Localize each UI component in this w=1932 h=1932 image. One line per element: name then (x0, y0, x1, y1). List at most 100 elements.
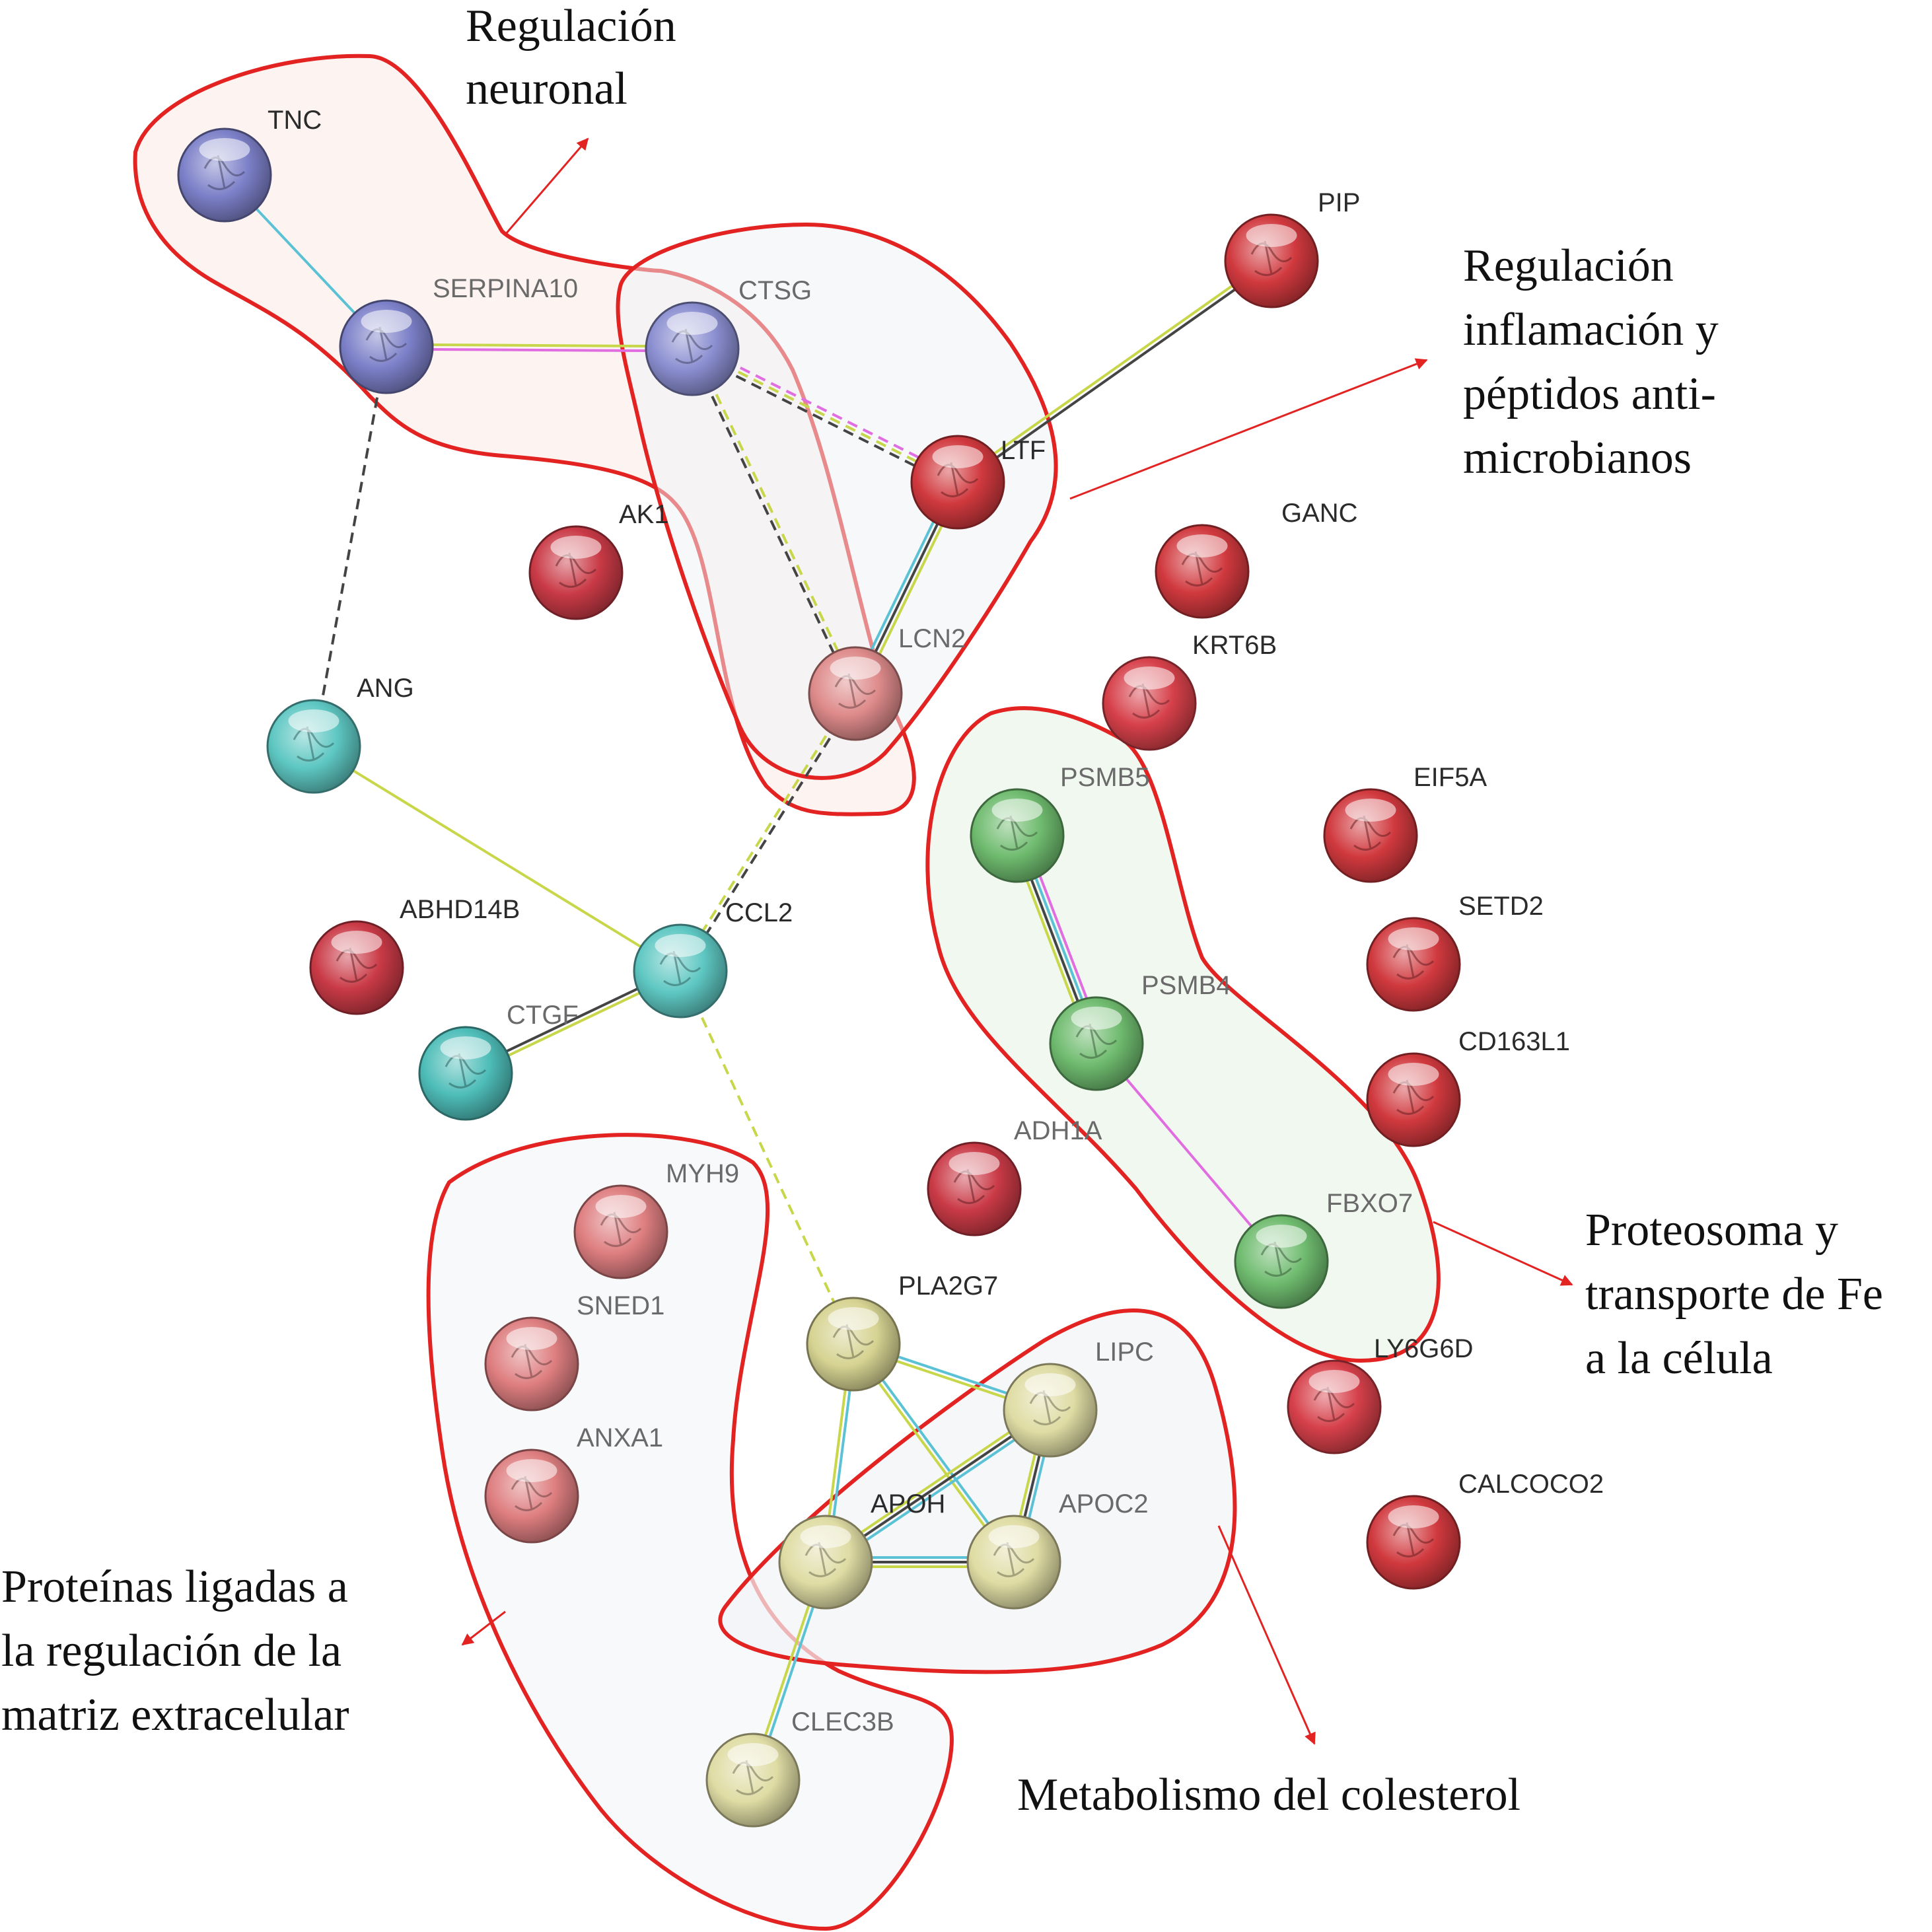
node-label: SNED1 (577, 1291, 664, 1320)
node-label: LIPC (1095, 1338, 1154, 1367)
edge-ctsg-ltf (689, 343, 961, 488)
node-gloss (506, 1459, 557, 1482)
group-label-inflamacion: Regulación inflamación y péptidos anti- … (1463, 240, 1730, 483)
node-clec3b[interactable]: CLEC3B (705, 1707, 894, 1828)
node-gloss (666, 312, 718, 335)
node-label: APOH (871, 1489, 945, 1519)
node-fbxo7[interactable]: FBXO7 (1234, 1189, 1413, 1309)
node-label: TNC (268, 106, 322, 135)
node-gloss (932, 445, 984, 468)
group-label-line: Metabolismo del colesterol (1017, 1770, 1521, 1820)
node-label: EIF5A (1413, 763, 1487, 792)
node-gloss (506, 1327, 557, 1350)
node-myh9[interactable]: MYH9 (573, 1159, 739, 1279)
edge-evidence-line (694, 343, 961, 480)
node-gloss (727, 1743, 779, 1766)
group-label-line: Proteosoma y (1585, 1205, 1838, 1256)
node-label: ADH1A (1014, 1116, 1102, 1145)
edge-evidence-line (955, 258, 1271, 482)
node-label: ANG (357, 674, 414, 703)
arrow-inflamacion (1069, 358, 1428, 500)
node-ganc[interactable]: GANC (1155, 499, 1358, 619)
node-label: FBXO7 (1326, 1189, 1413, 1218)
nodes-layer: TNC SERPINA10 CTSG PIP LTF AK1 GANC LCN2 KRT6B AN… (177, 106, 1604, 1828)
node-ctgf[interactable]: CTGF (418, 1001, 579, 1121)
edge-serpina10-ctsg (386, 343, 693, 353)
node-gloss (948, 1152, 1000, 1175)
edge-evidence-line (312, 745, 682, 972)
node-gloss (1345, 799, 1396, 822)
edge-evidence-line (689, 351, 956, 488)
node-label: CTGF (507, 1001, 579, 1030)
node-gloss (800, 1525, 851, 1548)
node-ltf[interactable]: LTF (910, 435, 1046, 530)
edge-pip-ltf (955, 258, 1274, 485)
group-label-line: a la célula (1585, 1333, 1773, 1384)
node-ang[interactable]: ANG (266, 674, 414, 794)
node-gloss (1388, 1505, 1439, 1528)
arrow-proteosoma (1433, 1221, 1573, 1286)
node-pip[interactable]: PIP (1224, 188, 1360, 308)
node-setd2[interactable]: SETD2 (1366, 892, 1544, 1012)
hull-colesterol (718, 1308, 1237, 1674)
node-gloss (991, 799, 1043, 822)
node-psmb5[interactable]: PSMB5 (970, 763, 1150, 883)
node-apoh[interactable]: APOH (778, 1489, 945, 1610)
group-label-matriz: Proteínas ligadas a la regulación de la … (1, 1561, 359, 1740)
arrow-matriz (461, 1610, 506, 1646)
edge-evidence-line (958, 262, 1274, 485)
node-serpina10[interactable]: SERPINA10 (339, 274, 578, 394)
group-label-line: Regulación (1463, 240, 1674, 291)
edge-evidence-line (1095, 1042, 1283, 1263)
node-gloss (988, 1525, 1040, 1548)
edge-evidence-line (386, 347, 692, 353)
node-ctsg[interactable]: CTSG (645, 276, 812, 396)
node-gloss (1071, 1007, 1122, 1030)
node-label: ANXA1 (577, 1423, 663, 1452)
group-label-line: la regulación de la (1, 1626, 341, 1676)
node-psmb4[interactable]: PSMB4 (1049, 971, 1231, 1091)
node-anxa1[interactable]: ANXA1 (484, 1423, 663, 1544)
node-ak1[interactable]: AK1 (528, 500, 669, 620)
node-sned1[interactable]: SNED1 (484, 1291, 664, 1412)
node-eif5a[interactable]: EIF5A (1323, 763, 1487, 883)
node-label: LTF (1001, 436, 1046, 465)
edge-ctsg-lcn2 (689, 347, 859, 696)
node-apoc2[interactable]: APOC2 (966, 1489, 1149, 1610)
group-label-line: Proteínas ligadas a (1, 1561, 348, 1612)
group-label-line: Regulación (466, 1, 676, 52)
node-adh1a[interactable]: ADH1A (927, 1116, 1102, 1236)
node-pla2g7[interactable]: PLA2G7 (806, 1271, 998, 1392)
node-cd163l1[interactable]: CD163L1 (1366, 1027, 1570, 1147)
node-gloss (1246, 224, 1297, 247)
node-calcoco2[interactable]: CALCOCO2 (1366, 1470, 1604, 1590)
node-lipc[interactable]: LIPC (1003, 1338, 1154, 1458)
edge-evidence-line (689, 349, 855, 696)
node-label: APOC2 (1059, 1489, 1149, 1519)
node-gloss (1124, 666, 1175, 690)
node-gloss (440, 1036, 491, 1059)
node-ly6g6d[interactable]: LY6G6D (1287, 1334, 1473, 1454)
edge-lcn2-ccl2 (677, 692, 859, 973)
node-tnc[interactable]: TNC (177, 106, 322, 223)
node-label: PIP (1318, 188, 1360, 217)
node-ccl2[interactable]: CCL2 (633, 898, 793, 1019)
edge-evidence-line (681, 694, 859, 973)
node-label: GANC (1281, 499, 1358, 528)
node-gloss (361, 310, 412, 333)
group-label-line: péptidos anti- (1463, 369, 1716, 419)
group-label-proteosoma: Proteosoma y transporte de Fe a la célul… (1585, 1205, 1894, 1384)
group-label-line: inflamación y (1463, 304, 1719, 355)
node-label: PSMB4 (1141, 971, 1231, 1000)
node-label: AK1 (619, 500, 669, 529)
node-label: CLEC3B (791, 1707, 894, 1736)
node-gloss (1256, 1225, 1307, 1248)
node-krt6b[interactable]: KRT6B (1102, 631, 1277, 751)
node-gloss (830, 657, 881, 680)
node-abhd14b[interactable]: ABHD14B (309, 895, 520, 1015)
group-label-line: transporte de Fe (1585, 1269, 1883, 1320)
arrow-neuronal (504, 137, 589, 235)
node-lcn2[interactable]: LCN2 (808, 624, 966, 741)
node-gloss (288, 709, 340, 733)
node-gloss (550, 536, 602, 559)
